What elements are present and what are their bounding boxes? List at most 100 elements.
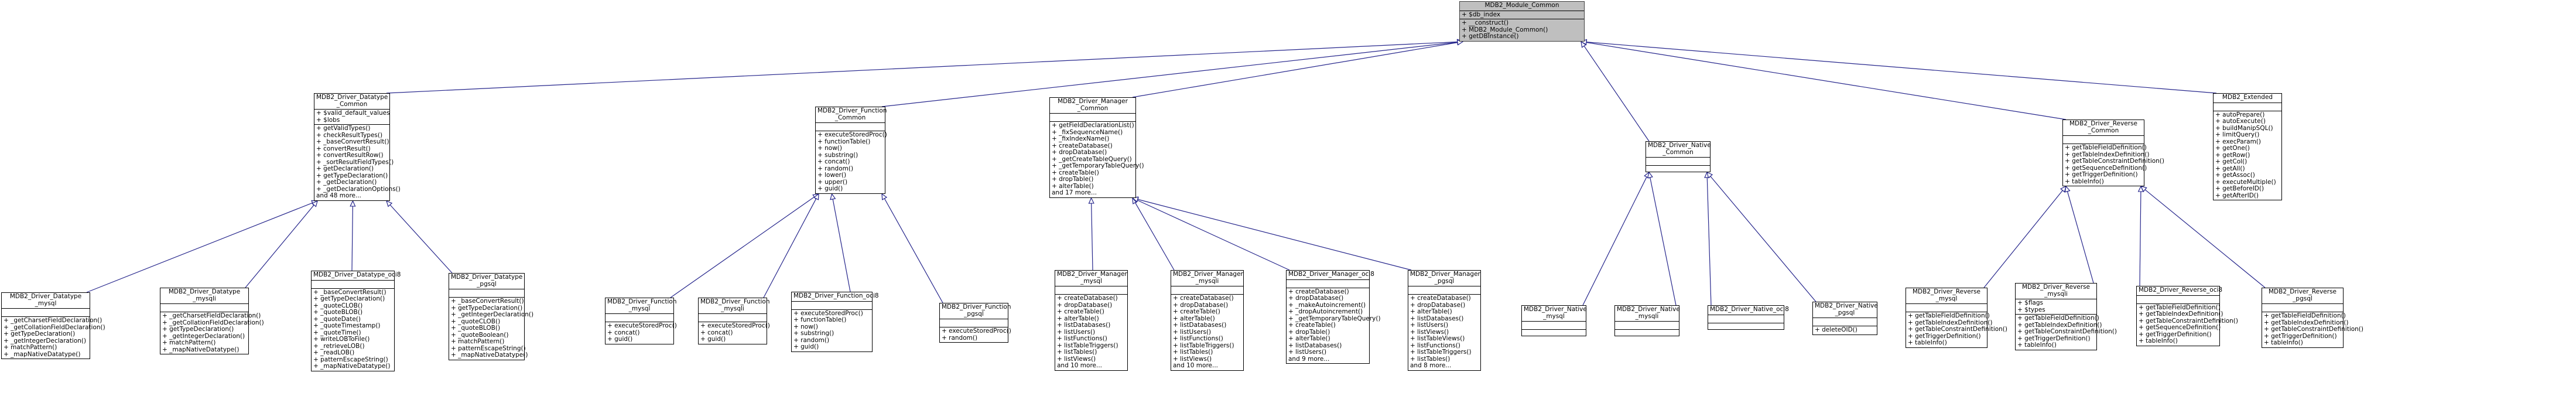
class-operations: + createDatabase()+ dropDatabase()+ alte… — [1408, 295, 1480, 370]
operation-row: + getAll() — [2215, 165, 2245, 172]
operation-row: + getTableConstraintDefinition() — [2065, 158, 2165, 165]
operation-row: + getTableConstraintDefinition() — [1908, 326, 2008, 333]
class-attributes — [816, 123, 885, 131]
class-name: MDB2_Driver_Function _pgsql — [940, 303, 1011, 319]
class-node-native_pgsql[interactable]: MDB2_Driver_Native _pgsql + deleteOID() — [1812, 302, 1878, 335]
operation-row: + createDatabase() — [1052, 142, 1113, 149]
class-node-datatype_mysqli[interactable]: MDB2_Driver_Datatype _mysqli+ _getCharse… — [160, 288, 264, 354]
class-node-native_oci8[interactable]: MDB2_Driver_Native_oci8 — [1708, 305, 1789, 330]
class-node-datatype_pgsql[interactable]: MDB2_Driver_Datatype _pgsql+ _baseConver… — [449, 273, 533, 360]
operation-row: + matchPattern() — [162, 339, 216, 346]
operation-row: + _quoteDate() — [313, 315, 361, 323]
class-node-native_common[interactable]: MDB2_Driver_Native _Common — [1646, 141, 1711, 172]
operation-row: + getOne() — [2215, 145, 2250, 152]
operation-row: + executeStoredProc() — [793, 309, 863, 317]
operation-row: + substring() — [793, 330, 834, 337]
operation-row: + _getTemporaryTableQuery() — [1052, 162, 1144, 169]
attribute-row: + $flags — [2017, 299, 2043, 306]
class-attributes — [940, 319, 1008, 327]
operation-row: + listTables() — [1057, 349, 1097, 356]
class-node-manager_oci8[interactable]: MDB2_Driver_Manager_oci8+ createDatabase… — [1286, 270, 1381, 364]
attribute-row: + $valid_default_values — [316, 110, 390, 117]
operation-row: + listTables() — [1410, 355, 1451, 363]
operation-row: + buildManipSQL() — [2215, 124, 2273, 132]
class-attributes — [449, 289, 524, 298]
attribute-row: + $types — [2017, 306, 2045, 313]
class-node-function_oci8[interactable]: MDB2_Driver_Function_oci8 + executeStored… — [791, 292, 879, 352]
operation-row: + alterTable() — [1052, 182, 1094, 190]
class-operations: + createDatabase()+ dropDatabase()+ _mak… — [1287, 288, 1381, 364]
operation-row: + getTableFieldDefinition() — [2065, 144, 2147, 151]
class-operations: + getTableFieldDefinition()+ getTableInd… — [2262, 312, 2363, 347]
operation-row: + createDatabase() — [1410, 295, 1471, 302]
class-operations: + deleteOID() — [1813, 326, 1877, 335]
class-node-native_mysqli[interactable]: MDB2_Driver_Native _mysqli — [1614, 305, 1680, 336]
operation-row: + convertResult() — [316, 145, 371, 152]
class-node-function_mysqli[interactable]: MDB2_Driver_Function _mysqli+ executeSto… — [698, 298, 770, 344]
operation-row: and 10 more... — [1057, 362, 1103, 369]
class-operations — [1646, 166, 1710, 172]
operation-row: + getTableIndexDefinition() — [2264, 319, 2349, 326]
operation-row: + dropDatabase() — [1288, 295, 1344, 302]
class-operations — [1522, 330, 1586, 336]
operation-row: + _quoteCLOB() — [451, 318, 501, 325]
class-node-root[interactable]: MDB2_Module_Common+ $db_index+ __constru… — [1459, 1, 1585, 42]
operation-row: and 48 more... — [316, 192, 362, 199]
operation-row: + _baseConvertResult() — [316, 138, 389, 145]
class-attributes — [2137, 296, 2219, 304]
operation-row: + createTable() — [1052, 169, 1099, 176]
operation-row: and 10 more... — [1173, 362, 1219, 369]
operation-row: + guid() — [607, 336, 633, 343]
operation-row: + listUsers() — [1057, 328, 1096, 336]
attribute-row: + $db_index — [1462, 11, 1501, 18]
class-node-datatype_mysql[interactable]: MDB2_Driver_Datatype _mysql+ _getCharset… — [1, 292, 105, 359]
operation-row: + listTableTriggers() — [1410, 349, 1472, 356]
operation-row: + listUsers() — [1173, 328, 1212, 336]
operation-row: + _getTemporaryTableQuery() — [1288, 315, 1381, 322]
class-node-manager_pgsql[interactable]: MDB2_Driver_Manager _pgsql+ createDataba… — [1408, 270, 1481, 371]
class-name: MDB2_Driver_Native _pgsql — [1813, 302, 1878, 318]
class-operations: + getFieldDeclarationList()+ _fixSequenc… — [1050, 122, 1144, 197]
class-node-function_common[interactable]: MDB2_Driver_Function _Common+ executeSto… — [815, 107, 887, 194]
class-node-reverse_common[interactable]: MDB2_Driver_Reverse _Common+ getTableFie… — [2062, 120, 2165, 186]
operation-row: + alterTable() — [1057, 315, 1099, 322]
class-node-function_mysql[interactable]: MDB2_Driver_Function _mysql+ executeStor… — [605, 298, 677, 344]
class-operations: + getTableFieldDefinition()+ getTableInd… — [2016, 315, 2117, 350]
operation-row: + now() — [793, 323, 818, 330]
operation-row: + listTables() — [1173, 349, 1213, 356]
class-node-datatype_oci8[interactable]: MDB2_Driver_Datatype_oci8+ _baseConvertR… — [311, 271, 401, 371]
operation-row: + substring() — [817, 151, 858, 159]
operation-row: + dropDatabase() — [1052, 149, 1107, 156]
operation-row: + createTable() — [1288, 322, 1336, 329]
operation-row: + convertResultRow() — [316, 152, 384, 159]
class-node-reverse_mysql[interactable]: MDB2_Driver_Reverse _mysql+ getTableFiel… — [1906, 288, 2008, 348]
class-node-reverse_mysqli[interactable]: MDB2_Driver_Reverse _mysqli+ $flags+ $ty… — [2015, 283, 2117, 350]
class-node-extended[interactable]: MDB2_Extended+ autoPrepare()+ autoExecut… — [2213, 93, 2282, 200]
operation-row: + createDatabase() — [1173, 295, 1234, 302]
class-node-reverse_oci8[interactable]: MDB2_Driver_Reverse_oci8+ getTableFieldD… — [2136, 286, 2238, 346]
class-node-function_pgsql[interactable]: MDB2_Driver_Function _pgsql+ executeStor… — [939, 303, 1011, 343]
class-attributes — [2214, 103, 2281, 111]
operation-row: + listDatabases() — [1173, 322, 1227, 329]
class-node-native_mysql[interactable]: MDB2_Driver_Native _mysql — [1521, 305, 1587, 336]
class-node-manager_common[interactable]: MDB2_Driver_Manager _Common+ getFieldDec… — [1049, 97, 1144, 198]
operation-row: + getTriggerDefinition() — [1908, 332, 1981, 340]
class-name: MDB2_Driver_Manager _mysqli — [1171, 271, 1243, 286]
class-name: MDB2_Extended — [2214, 94, 2281, 103]
class-attributes — [1287, 280, 1369, 288]
class-node-datatype_common[interactable]: MDB2_Driver_Datatype _Common+ $valid_def… — [314, 93, 401, 201]
class-name: MDB2_Driver_Function_oci8 — [792, 292, 879, 302]
class-operations: + _getCharsetFieldDeclaration()+ _getCol… — [2, 317, 105, 359]
class-node-manager_mysqli[interactable]: MDB2_Driver_Manager _mysqli + createDatab… — [1171, 270, 1244, 371]
operation-row: + listFunctions() — [1410, 342, 1460, 349]
class-operations — [1615, 330, 1679, 336]
class-name: MDB2_Driver_Datatype _Common — [314, 94, 389, 110]
operation-row: + deleteOID() — [1815, 326, 1857, 333]
class-node-manager_mysql[interactable]: MDB2_Driver_Manager _mysql+ createDataba… — [1055, 270, 1128, 371]
class-attributes — [2063, 136, 2144, 144]
operation-row: + listTableTriggers() — [1173, 342, 1234, 349]
operation-row: + getTypeDeclaration() — [4, 330, 76, 337]
operation-row: + _getDeclaration() — [316, 179, 377, 186]
class-node-reverse_pgsql[interactable]: MDB2_Driver_Reverse _pgsql+ getTableFiel… — [2262, 288, 2363, 348]
class-attributes — [1522, 322, 1586, 330]
